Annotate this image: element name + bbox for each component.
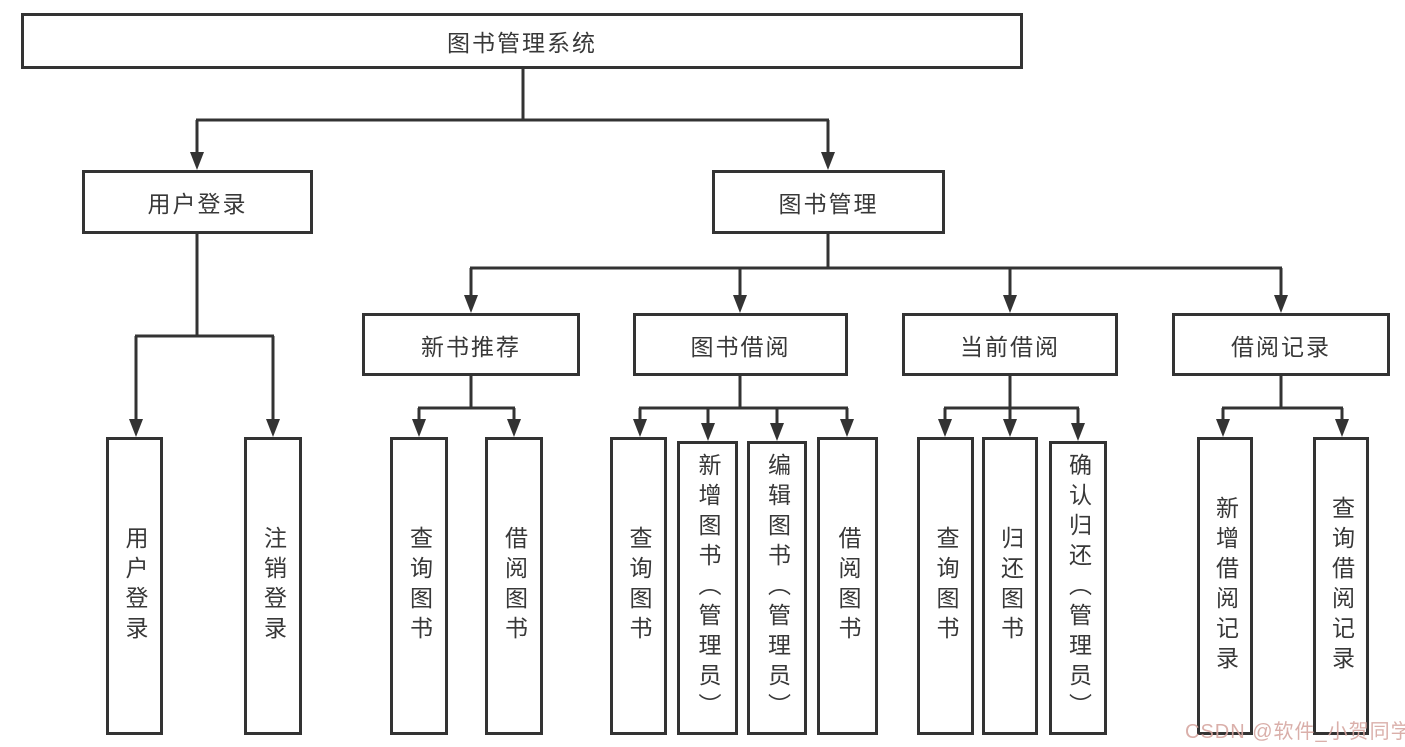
leaf-borrow-books: 借阅图书 [485, 437, 543, 735]
connector-book-borrowing [638, 376, 849, 425]
arrowhead-icon [1335, 419, 1349, 437]
leaf-edit-book-admin: 编辑图书（管理员） [747, 441, 807, 735]
watermark-text: CSDN @软件_小贺同学 [1185, 721, 1405, 743]
arrowhead-icon [1071, 423, 1085, 441]
node-label: 新增图书（管理员） [695, 453, 721, 723]
node-label: 归还图书 [997, 526, 1024, 646]
arrowhead-icon [507, 419, 521, 437]
node-book-management: 图书管理 [712, 170, 945, 234]
leaf-logout: 注销登录 [244, 437, 302, 735]
arrowhead-icon [1216, 419, 1230, 437]
leaf-borrow-books: 借阅图书 [817, 437, 878, 735]
leaf-confirm-return-admin: 确认归还（管理员） [1049, 441, 1107, 735]
arrowhead-icon [733, 295, 747, 313]
node-label: 查询图书 [933, 526, 959, 646]
leaf-return-books: 归还图书 [982, 437, 1038, 735]
arrowhead-icon [633, 419, 647, 437]
node-label: 注销登录 [260, 526, 287, 646]
leaf-query-borrow-record: 查询借阅记录 [1313, 437, 1369, 735]
node-label: 借阅图书 [501, 526, 528, 646]
leaf-query-books: 查询图书 [610, 437, 667, 735]
arrowhead-icon [190, 152, 204, 170]
node-label: 当前借阅 [960, 333, 1060, 360]
node-label: 借阅图书 [835, 526, 861, 646]
node-label: 图书借阅 [690, 333, 791, 360]
connector-root-to-level2 [195, 69, 830, 154]
leaf-user-login: 用户登录 [106, 437, 163, 735]
arrowhead-icon [701, 423, 715, 441]
leaf-query-books: 查询图书 [390, 437, 448, 735]
node-label: 新书推荐 [421, 333, 521, 360]
connector-current-borrowing [943, 376, 1080, 425]
arrowhead-icon [770, 423, 784, 441]
arrowhead-icon [938, 419, 952, 437]
node-label: 编辑图书（管理员） [764, 453, 791, 723]
node-book-borrowing: 图书借阅 [633, 313, 848, 376]
node-label: 借阅记录 [1231, 333, 1331, 360]
arrowhead-icon [266, 419, 280, 437]
leaf-query-books: 查询图书 [917, 437, 974, 735]
arrowhead-icon [1274, 295, 1288, 313]
arrowhead-icon [1003, 419, 1017, 437]
arrowhead-icon [821, 152, 835, 170]
arrowhead-icon [840, 419, 854, 437]
node-label: 查询借阅记录 [1328, 496, 1355, 676]
node-label: 新增借阅记录 [1212, 496, 1239, 676]
node-label: 图书管理 [778, 191, 879, 217]
node-label: 图书管理系统 [447, 30, 597, 56]
node-new-book-recommend: 新书推荐 [362, 313, 580, 376]
arrowhead-icon [412, 419, 426, 437]
node-label: 用户登录 [122, 526, 148, 646]
node-borrowing-records: 借阅记录 [1172, 313, 1390, 376]
node-current-borrowing: 当前借阅 [902, 313, 1118, 376]
arrowhead-icon [464, 295, 478, 313]
arrowhead-icon [129, 419, 143, 437]
node-label: 用户登录 [147, 191, 248, 217]
connector-user-login [134, 233, 275, 421]
leaf-add-borrow-record: 新增借阅记录 [1197, 437, 1253, 735]
node-label: 查询图书 [626, 526, 652, 646]
arrowhead-icon [1003, 295, 1017, 313]
connector-new-book-recommend [417, 376, 516, 421]
leaf-add-book-admin: 新增图书（管理员） [677, 441, 738, 735]
node-label: 确认归还（管理员） [1065, 453, 1092, 723]
node-label: 查询图书 [406, 526, 433, 646]
node-library-management-system: 图书管理系统 [21, 13, 1023, 69]
connector-book-management [469, 234, 1283, 297]
node-user-login: 用户登录 [82, 170, 313, 234]
connector-borrowing-records [1221, 376, 1344, 421]
